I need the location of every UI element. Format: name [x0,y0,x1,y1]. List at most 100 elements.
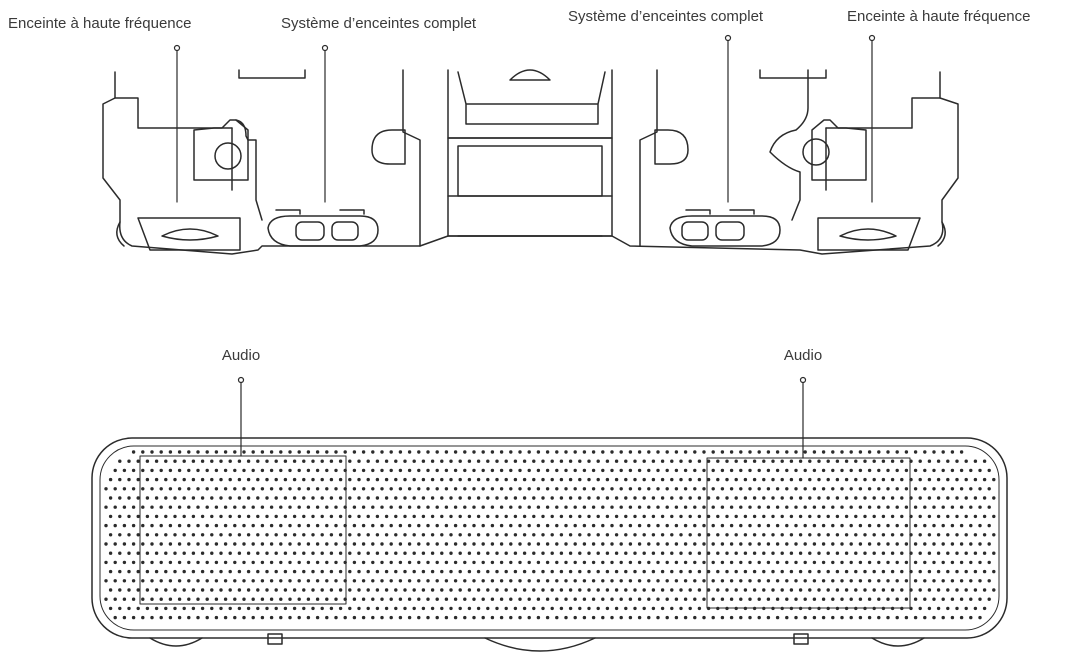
grille-hole [288,615,292,620]
grille-hole [394,459,398,463]
grille-hole [826,588,830,592]
grille-hole [844,569,849,574]
grille-hole [771,496,775,500]
grille-hole [164,551,168,555]
grille-hole [237,459,242,463]
grille-hole [136,588,140,592]
grille-hole [223,487,228,491]
grille-hole [900,477,904,482]
grille-hole [251,468,255,473]
grille-hole [398,542,403,546]
grille-hole [118,514,122,519]
grille-hole [573,450,577,454]
grille-hole [463,523,467,528]
grille-hole [274,514,278,519]
grille-hole [637,468,642,473]
grille-hole [380,450,384,454]
grille-hole [946,606,950,611]
grille-hole [375,496,380,500]
grille-hole [164,477,168,482]
grille-hole [495,588,499,592]
grille-hole [642,514,646,519]
grille-hole [601,505,605,509]
grille-hole [311,496,315,500]
grille-hole [794,597,798,601]
grille-hole [435,542,439,546]
grille-hole [279,505,283,509]
grille-hole [150,615,154,620]
grille-hole [141,468,145,473]
grille-hole [145,533,150,537]
grille-hole [941,579,945,583]
grille-hole [435,505,439,509]
grille-hole [348,588,352,592]
grille-hole [536,487,541,491]
grille-hole [706,496,711,500]
grille-hole [269,487,274,491]
grille-hole [352,542,357,546]
grille-hole [969,505,973,509]
grille-hole [320,569,324,574]
grille-hole [982,459,987,463]
grille-hole [729,487,734,491]
grille-hole [233,523,237,528]
grille-hole [568,551,573,555]
grille-hole [789,459,794,463]
grille-hole [486,569,490,574]
grille-hole [251,615,255,620]
grille-hole [306,579,311,583]
grille-hole [292,588,297,592]
grille-hole [743,533,748,537]
grille-hole [182,496,186,500]
grille-hole [490,487,495,491]
grille-hole [877,468,881,473]
grille-hole [881,477,886,482]
grille-hole [131,597,136,601]
grille-hole [173,459,177,463]
grille-hole [637,615,642,620]
grille-hole [380,505,384,509]
grille-hole [504,459,508,463]
grille-hole [371,542,375,546]
grille-hole [113,615,117,620]
grille-hole [499,468,504,473]
grille-hole [430,477,435,482]
grille-hole [223,597,228,601]
grille-hole [104,560,108,565]
grille-hole [352,523,357,528]
right-tweeter-slot [839,228,897,241]
grille-hole [651,533,656,537]
grille-hole [104,505,108,509]
grille-hole [748,560,752,565]
grille-hole [315,560,320,565]
grille-hole [150,468,154,473]
grille-hole [683,523,688,528]
grille-hole [969,487,973,491]
grille-hole [568,569,573,574]
grille-hole [904,597,909,601]
grille-hole [352,597,357,601]
grille-hole [854,569,858,574]
grille-hole [228,569,232,574]
grille-hole [969,560,973,565]
grille-hole [959,505,964,509]
grille-hole [596,551,600,555]
grille-hole [904,579,909,583]
grille-hole [527,468,531,473]
grille-hole [729,523,734,528]
grille-hole [716,514,720,519]
grille-hole [849,468,853,473]
grille-hole [601,560,605,565]
grille-hole [950,487,955,491]
grille-hole [315,523,320,528]
front-body-outer [91,437,1008,639]
grille-hole [417,597,421,601]
grille-hole [283,551,288,555]
grille-hole [748,597,752,601]
grille-hole [150,450,154,454]
grille-hole [578,606,582,611]
grille-hole [798,533,803,537]
left-fullrange-port [267,215,379,247]
grille-hole [522,496,527,500]
grille-hole [890,459,895,463]
